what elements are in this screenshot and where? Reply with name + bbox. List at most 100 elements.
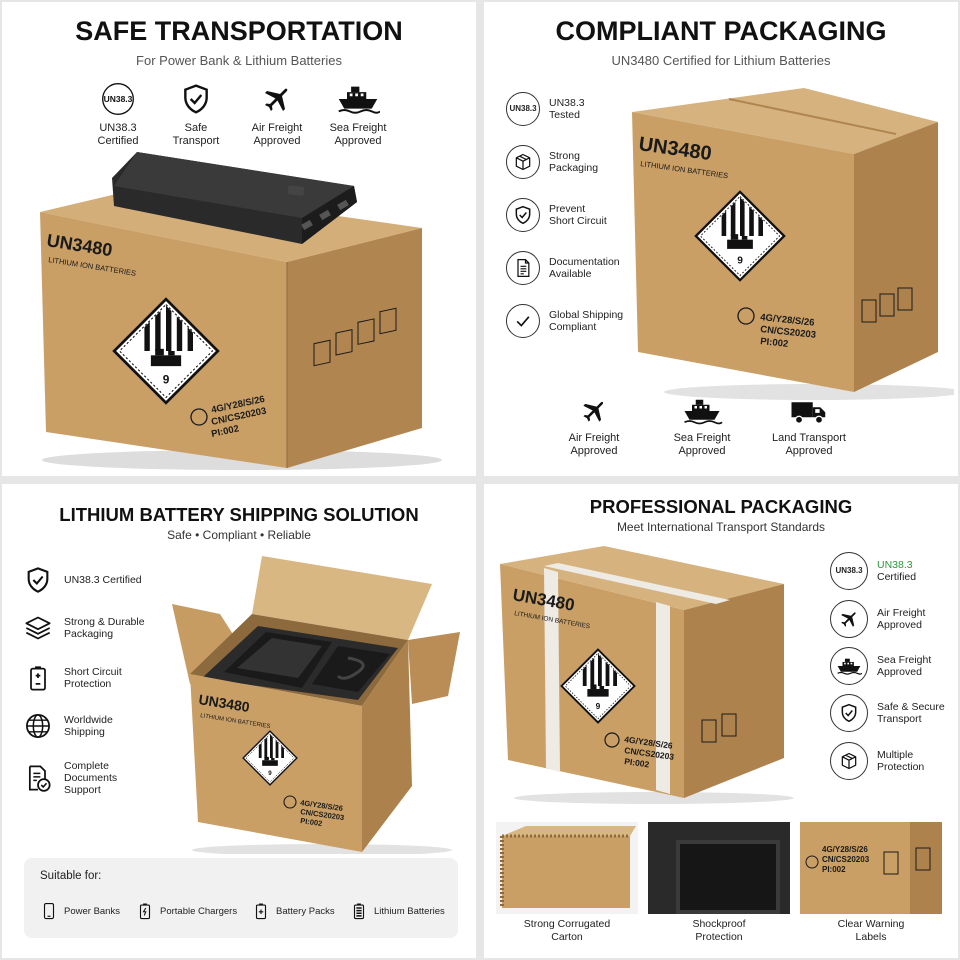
airplane-icon xyxy=(578,396,610,426)
truck-icon xyxy=(790,401,826,424)
transport-label-2: Approved xyxy=(785,445,833,457)
box-un-code: UN3480 xyxy=(198,691,251,715)
feature-label-1: Global Shipping xyxy=(549,309,624,321)
feature-label-2: Packaging xyxy=(549,162,599,174)
feature-label-1: UN38.3 xyxy=(99,122,137,134)
panel-title: LITHIUM BATTERY SHIPPING SOLUTION xyxy=(59,504,419,525)
layers-icon xyxy=(25,616,51,640)
feature-label-2: Compliant xyxy=(549,321,597,333)
cargo-ship-icon xyxy=(830,647,868,685)
package-box-icon xyxy=(830,742,868,780)
feature-label-1: Safe & Secure xyxy=(877,701,945,713)
feature-label-2: Approved xyxy=(334,135,382,147)
transport-label-1: Land Transport xyxy=(772,432,846,444)
feature-label-2: Documents xyxy=(64,772,118,784)
feature-label-2: Approved xyxy=(253,135,301,147)
badge-text: UN38.3 xyxy=(104,94,133,104)
panel-subtitle: UN3480 Certified for Lithium Batteries xyxy=(611,53,831,68)
feature-label-1: Air Freight xyxy=(877,607,926,619)
box-spec-3: PI:002 xyxy=(300,816,323,828)
detail-photo-labels: 4G/Y28/S/26 CN/CS20203 PI:002 xyxy=(800,822,942,914)
feature-label-2: Approved xyxy=(877,619,922,631)
panel-title: SAFE TRANSPORTATION xyxy=(75,16,403,46)
suitable-item-power-banks: Power Banks xyxy=(40,898,120,924)
transport-land: Land Transport Approved xyxy=(764,396,854,458)
handling-symbols xyxy=(313,307,397,367)
transport-label-1: Sea Freight xyxy=(673,432,731,444)
un-packaging-mark xyxy=(283,795,297,809)
feature-label-1: UN38.3 xyxy=(877,559,913,571)
feature-label-1: Strong & Durable xyxy=(64,616,145,628)
un-packaging-mark xyxy=(604,732,620,748)
battery-plus-icon xyxy=(255,902,267,920)
shield-check-icon xyxy=(506,198,540,232)
un38-badge-icon: UN38.3 xyxy=(830,552,868,590)
box-spec-3: PI:002 xyxy=(624,756,650,769)
feature-label-2: Protection xyxy=(64,678,112,690)
shipping-box-photo: UN3480 LITHIUM ION BATTERIES 4G/Y28/S/26… xyxy=(632,88,954,400)
suitable-for-panel: Suitable for: Power Banks Portable Charg… xyxy=(24,858,458,938)
suitable-title: Suitable for: xyxy=(40,870,102,882)
panel-compliant-packaging: COMPLIANT PACKAGING UN3480 Certified for… xyxy=(484,2,958,476)
feature-label-1: Prevent xyxy=(549,203,586,215)
transport-label-2: Approved xyxy=(678,445,726,457)
box-spec-3: PI:002 xyxy=(822,865,846,874)
panel-lithium-shipping-solution: LITHIUM BATTERY SHIPPING SOLUTION Safe •… xyxy=(2,484,476,958)
feature-label-1: Complete xyxy=(64,760,109,772)
suitable-item-chargers: Portable Chargers xyxy=(136,898,237,924)
feature-label-2: Packaging xyxy=(64,628,114,640)
panel-title: PROFESSIONAL PACKAGING xyxy=(589,496,853,517)
feature-label-2: Available xyxy=(549,268,592,280)
feature-label-1: Sea Freight xyxy=(329,122,387,134)
un38-badge-icon: UN38.3 xyxy=(506,92,540,126)
suitable-label: Power Banks xyxy=(64,905,120,917)
feature-label-1: Worldwide xyxy=(64,714,113,726)
feature-label-1: Strong xyxy=(549,150,580,162)
feature-label-1: Sea Freight xyxy=(877,654,932,666)
feature-label-2: Shipping xyxy=(64,726,105,738)
check-icon xyxy=(506,304,540,338)
feature-label-2: Tested xyxy=(549,109,580,121)
panel-safe-transportation: SAFE TRANSPORTATION For Power Bank & Lit… xyxy=(2,2,476,476)
box-spec-3: PI:002 xyxy=(760,336,789,350)
airplane-icon xyxy=(260,82,294,116)
transport-label-2: Approved xyxy=(570,445,618,457)
shield-check-icon xyxy=(184,84,208,114)
feature-safe-transport: Safe Transport xyxy=(168,82,224,148)
airplane-icon xyxy=(830,600,868,638)
globe-icon xyxy=(26,714,50,738)
transport-sea-freight: Sea Freight Approved xyxy=(662,396,742,458)
battery-icon xyxy=(30,665,46,691)
power-bank xyxy=(112,152,357,244)
feature-label-2: Approved xyxy=(877,666,922,678)
suitable-label: Portable Chargers xyxy=(160,905,238,917)
shield-check-icon xyxy=(27,567,49,593)
document-check-icon xyxy=(28,765,51,792)
panel-subtitle: For Power Bank & Lithium Batteries xyxy=(136,53,342,68)
feature-label-2: Transport xyxy=(877,713,922,725)
shipping-box-photo: UN3480 LITHIUM ION BATTERIES 4G/Y28/S/26… xyxy=(40,152,442,470)
feature-air-freight: Air Freight Approved xyxy=(242,82,312,148)
detail-photo-corrugated xyxy=(496,822,638,914)
feature-label-1: UN38.3 xyxy=(549,97,585,109)
feature-label-1: Air Freight xyxy=(251,122,303,134)
feature-label-3: Support xyxy=(64,784,101,796)
un-packaging-mark xyxy=(737,307,755,325)
box-spec-1: 4G/Y28/S/26 xyxy=(822,845,868,854)
feature-un38-certified: UN38.3 UN38.3 Certified xyxy=(90,82,146,148)
document-icon xyxy=(506,251,540,285)
feature-label-2: Protection xyxy=(877,761,925,773)
handling-symbols xyxy=(861,287,913,323)
feature-label-2: Certified xyxy=(877,571,917,583)
cargo-ship-icon xyxy=(337,85,380,114)
